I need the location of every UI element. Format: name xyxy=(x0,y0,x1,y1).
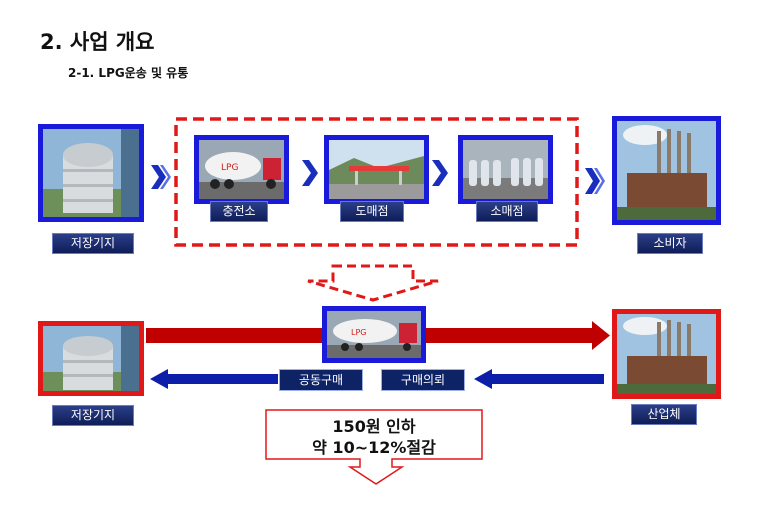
page-title: 2. 사업 개요 xyxy=(40,30,155,54)
chevron-arrow-3 xyxy=(432,160,448,186)
storage-label-bottom: 저장기지 xyxy=(52,405,134,426)
purchase-request-label: 구매의뢰 xyxy=(381,369,465,391)
joint-purchase-label: 공동구매 xyxy=(279,369,363,391)
power-plant-icon xyxy=(617,121,716,220)
industry-label: 산업체 xyxy=(631,404,697,425)
tanker-truck-icon-bottom: LPG xyxy=(327,311,421,358)
red-flow-arrow xyxy=(146,328,322,343)
tanker-truck-photo-bottom: LPG xyxy=(322,306,426,363)
savings-percent-text: 약 10~12%절감 xyxy=(312,438,436,457)
blue-back-arrow-left xyxy=(150,369,278,389)
distribution-group-box xyxy=(174,117,579,247)
chevron-arrow-1 xyxy=(151,165,171,189)
storage-tank-photo xyxy=(38,124,144,222)
industry-plant-photo xyxy=(612,309,721,399)
tanker-truck-icon: LPG xyxy=(199,140,284,199)
savings-callout-outline xyxy=(265,409,483,485)
consumer-plant-photo xyxy=(612,116,721,225)
gas-cylinders-icon xyxy=(463,140,548,199)
wholesale-photo xyxy=(324,135,429,204)
svg-text:LPG: LPG xyxy=(351,328,366,337)
wholesale-label: 도매점 xyxy=(340,201,404,222)
storage-tank-photo-bottom xyxy=(38,321,144,396)
gas-station-icon xyxy=(329,140,424,199)
storage-label-top: 저장기지 xyxy=(52,233,134,254)
dashed-down-arrow xyxy=(307,264,439,302)
charging-station-label: 충전소 xyxy=(210,201,268,222)
chevron-arrow-4 xyxy=(585,168,605,194)
price-reduction-text: 150원 인하 xyxy=(332,417,416,436)
retail-label: 소매점 xyxy=(476,201,538,222)
section-subtitle: 2-1. LPG운송 및 유통 xyxy=(68,66,189,80)
svg-text:LPG: LPG xyxy=(221,163,238,173)
tanker-truck-photo: LPG xyxy=(194,135,289,204)
storage-tank-icon-bottom xyxy=(43,326,139,391)
chevron-arrow-2 xyxy=(302,160,318,186)
blue-back-arrow-right xyxy=(474,369,604,389)
retail-photo xyxy=(458,135,553,204)
storage-tank-icon xyxy=(43,129,139,217)
consumer-label: 소비자 xyxy=(637,233,703,254)
power-plant-icon-bottom xyxy=(617,314,716,394)
